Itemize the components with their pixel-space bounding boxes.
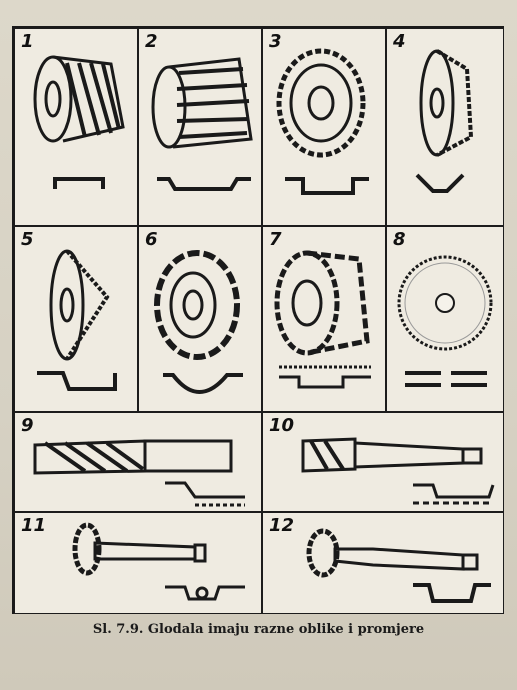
panel-number: 11 xyxy=(21,515,47,536)
panel-8: 8 xyxy=(386,226,504,412)
panel-number: 5 xyxy=(21,229,34,250)
panel-number: 7 xyxy=(269,229,282,250)
panel-11: 11 xyxy=(14,512,262,614)
panel-number: 1 xyxy=(21,31,34,52)
panel-12: 12 xyxy=(262,512,504,614)
panel-7: 7 xyxy=(262,226,386,412)
helical-plain-cutter-icon xyxy=(33,55,125,189)
slitting-saw-icon xyxy=(397,255,493,387)
end-mill-icon xyxy=(33,439,245,507)
panel-number: 3 xyxy=(269,31,282,52)
panel-6: 6 xyxy=(138,226,262,412)
shell-end-mill-icon xyxy=(151,57,253,191)
panel-1: 1 xyxy=(14,28,138,226)
panel-number: 8 xyxy=(393,229,406,250)
panel-number: 9 xyxy=(21,415,34,436)
convex-form-cutter-icon xyxy=(154,250,243,394)
panel-number: 2 xyxy=(145,31,158,52)
double-angle-cutter-icon xyxy=(415,49,474,193)
figure-frame: 1 2 xyxy=(12,26,504,614)
side-face-cutter-icon xyxy=(276,48,369,195)
panel-4: 4 xyxy=(386,28,504,226)
panel-number: 10 xyxy=(269,415,295,436)
staggered-tooth-cutter-icon xyxy=(274,250,371,389)
panel-5: 5 xyxy=(14,226,138,412)
figure-caption: Sl. 7.9. Glodala imaju razne oblike i pr… xyxy=(92,622,425,637)
panel-3: 3 xyxy=(262,28,386,226)
panel-10: 10 xyxy=(262,412,504,512)
t-slot-cutter-icon xyxy=(72,522,245,601)
taper-shank-end-mill-icon xyxy=(301,437,495,505)
panel-number: 12 xyxy=(269,515,295,536)
panel-number: 4 xyxy=(393,31,406,52)
single-angle-cutter-icon xyxy=(37,249,117,391)
panel-2: 2 xyxy=(138,28,262,226)
panel-9: 9 xyxy=(14,412,262,512)
panel-number: 6 xyxy=(145,229,158,250)
woodruff-cutter-icon xyxy=(306,528,491,603)
